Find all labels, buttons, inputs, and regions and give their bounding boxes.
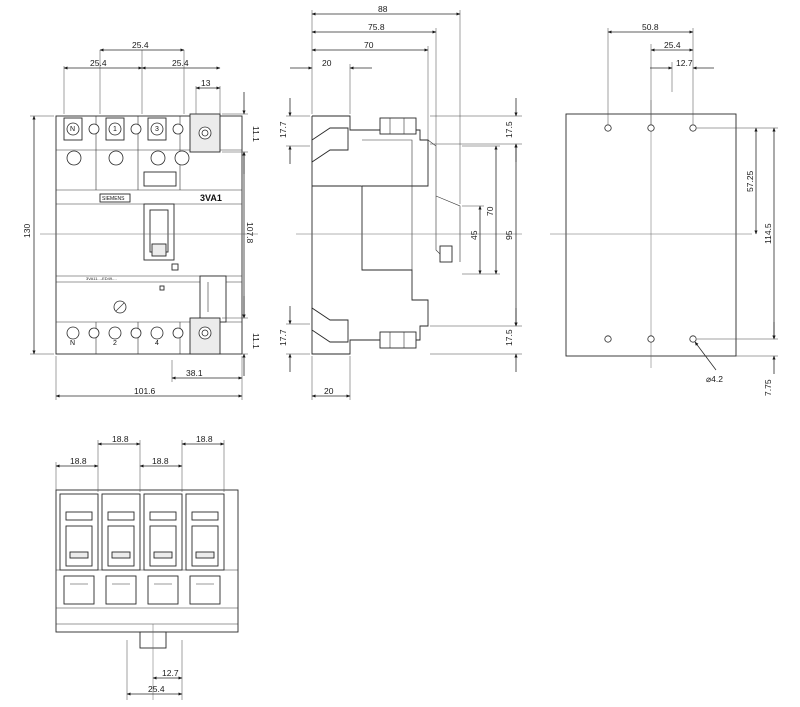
bottom-pole-3 bbox=[143, 493, 183, 605]
dim-hole-diameter: ⌀4.2 bbox=[706, 374, 723, 384]
dim-terminal-width: 13 bbox=[201, 78, 211, 88]
dim-left-bottom: 17.7 bbox=[278, 329, 288, 346]
dim-top-pitch-2: 25.4 bbox=[90, 58, 107, 68]
dim-bottom-left: 20 bbox=[324, 386, 334, 396]
terminal-top-n: N bbox=[70, 126, 75, 133]
brand-label: SIEMENS bbox=[102, 196, 125, 202]
dim-mid-70: 70 bbox=[485, 206, 495, 216]
side-view: 88 75.8 70 20 17.7 17.7 17.5 95 17.5 bbox=[278, 4, 522, 400]
dim-spacing-2: 25.4 bbox=[664, 40, 681, 50]
terminal-bottom-4: 4 bbox=[155, 340, 159, 347]
side-profile bbox=[311, 116, 429, 355]
dim-width: 101.6 bbox=[134, 386, 156, 396]
dim-depth-total: 88 bbox=[378, 4, 388, 14]
bottom-pole-4 bbox=[185, 493, 225, 605]
dim-mid-45: 45 bbox=[469, 230, 479, 240]
dim-bottom-mid-2: 18.8 bbox=[152, 456, 169, 466]
dim-top-pitch-3: 25.4 bbox=[172, 58, 189, 68]
bottom-pole-2 bbox=[101, 493, 141, 605]
dim-bottom-terminal-height: 11.1 bbox=[251, 333, 261, 349]
dim-mid-95: 95 bbox=[504, 230, 514, 240]
dim-vertical-2: 114.5 bbox=[763, 223, 773, 244]
dim-overall-height: 130 bbox=[22, 224, 32, 238]
dim-bottom-offset: 7.75 bbox=[763, 379, 773, 396]
dim-low-1: 12.7 bbox=[162, 668, 179, 678]
dim-top-left: 20 bbox=[322, 58, 332, 68]
top-terminals: N 1 3 bbox=[63, 113, 221, 153]
bottom-terminals: N 2 4 bbox=[66, 317, 221, 355]
dim-depth-2: 75.8 bbox=[368, 22, 385, 32]
dim-offset: 38.1 bbox=[186, 368, 203, 378]
dim-bottom-top-1: 18.8 bbox=[112, 434, 129, 444]
terminal-top-1: 1 bbox=[113, 126, 117, 133]
dim-bottom-top-2: 18.8 bbox=[196, 434, 213, 444]
terminal-top-3: 3 bbox=[155, 126, 159, 133]
dim-low-2: 25.4 bbox=[148, 684, 165, 694]
dim-bottom-mid-1: 18.8 bbox=[70, 456, 87, 466]
dim-right-top: 17.5 bbox=[504, 121, 514, 138]
terminal-bottom-2: 2 bbox=[113, 340, 117, 347]
dim-vertical-1: 57.25 bbox=[745, 170, 755, 192]
model-label: 3VA1 bbox=[200, 193, 222, 203]
dim-top-pitch-1: 25.4 bbox=[132, 40, 149, 50]
dim-right-bottom: 17.5 bbox=[504, 329, 514, 346]
rating-label: 3VA11...-ED49-... bbox=[86, 276, 117, 281]
drilling-plan: 50.8 25.4 12.7 57.25 114.5 7.75 ⌀4.2 bbox=[550, 22, 778, 396]
terminal-bottom-n: N bbox=[70, 340, 75, 347]
dim-inner-height: 107.8 bbox=[245, 222, 255, 244]
dim-depth-3: 70 bbox=[364, 40, 374, 50]
dim-left-top: 17.7 bbox=[278, 121, 288, 138]
front-view: N 1 3 SIEMENS 3VA1 3VA11...-ED49-... bbox=[22, 40, 261, 400]
dim-top-terminal-height: 11.1 bbox=[251, 126, 261, 142]
dim-spacing-1: 50.8 bbox=[642, 22, 659, 32]
dim-spacing-3: 12.7 bbox=[676, 58, 693, 68]
bottom-pole-1 bbox=[59, 493, 99, 605]
bottom-view: 18.8 18.8 18.8 18.8 12.7 25.4 bbox=[55, 434, 239, 700]
